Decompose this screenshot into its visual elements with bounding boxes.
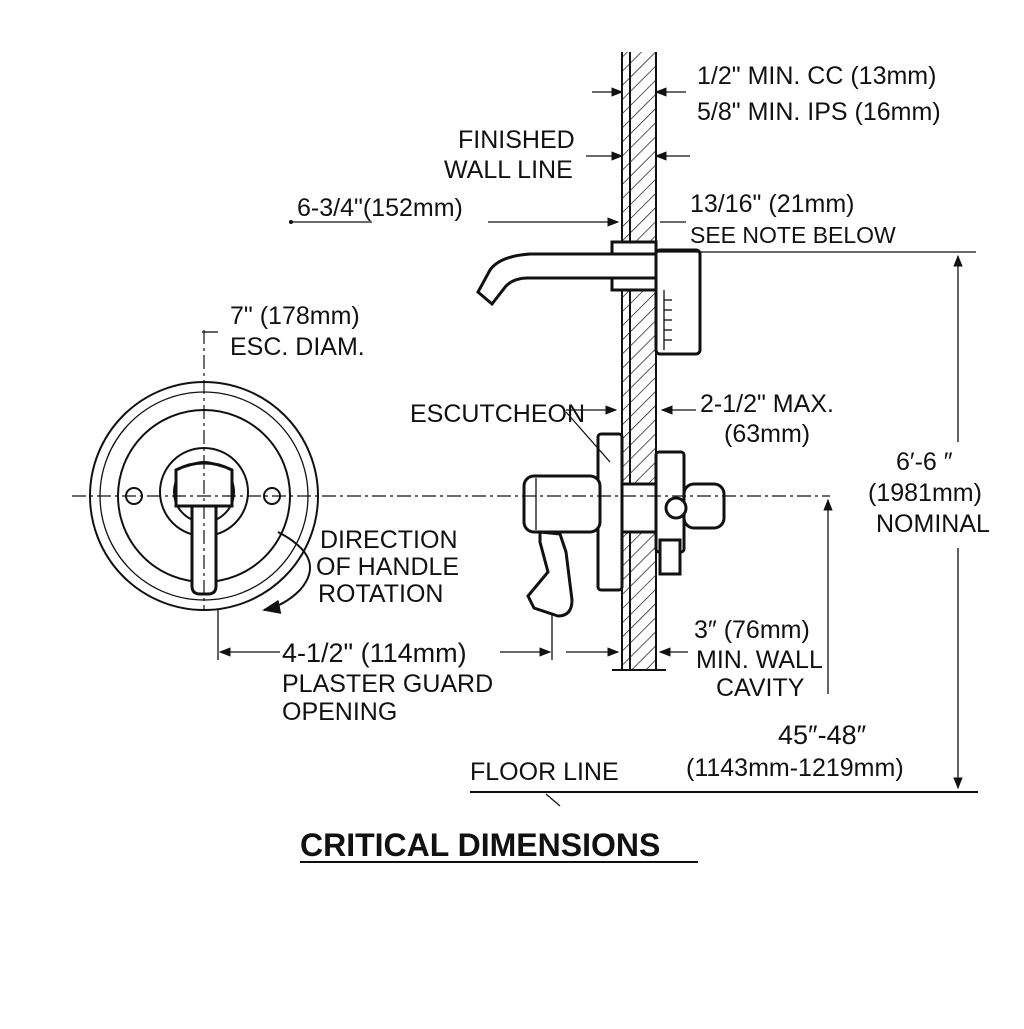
dimension-lines	[202, 87, 978, 807]
label-valve-height: 45″-48″	[778, 720, 867, 750]
label-cavity: CAVITY	[716, 674, 805, 702]
label-esc-diam: ESC. DIAM.	[230, 333, 365, 361]
label-wall-line: WALL LINE	[444, 156, 573, 184]
label-dim-6-3-4: 6-3/4"(152mm)	[297, 194, 463, 222]
label-esc-diameter: 7" (178mm)	[230, 302, 360, 330]
label-of-handle: OF HANDLE	[316, 553, 459, 581]
label-plaster-guard: PLASTER GUARD	[282, 670, 493, 698]
label-escutcheon: ESCUTCHEON	[410, 400, 585, 428]
label-floor-line: FLOOR LINE	[470, 758, 619, 786]
escutcheon-front-view	[72, 330, 830, 611]
label-ips-min: 5/8" MIN. IPS (16mm)	[697, 98, 941, 126]
label-see-note: SEE NOTE BELOW	[690, 222, 896, 248]
label-rotation: ROTATION	[318, 580, 443, 608]
wall-section	[612, 52, 666, 671]
label-cc-min: 1/2" MIN. CC (13mm)	[697, 62, 936, 90]
label-dim-13-16: 13/16" (21mm)	[690, 190, 855, 218]
spout-assembly	[476, 240, 702, 356]
label-opening: OPENING	[282, 698, 397, 726]
label-plaster-guard-dim: 4-1/2" (114mm)	[282, 638, 467, 668]
label-cavity-dim: 3″ (76mm)	[694, 616, 810, 644]
labels: 1/2" MIN. CC (13mm) 5/8" MIN. IPS (16mm)…	[230, 62, 990, 786]
label-direction: DIRECTION	[320, 526, 458, 554]
label-max-depth: 2-1/2" MAX.	[700, 390, 834, 418]
label-max-depth-mm: (63mm)	[724, 420, 810, 448]
label-finished: FINISHED	[458, 126, 575, 154]
rotation-arrow	[262, 531, 311, 614]
label-nominal-mm: (1981mm)	[868, 479, 982, 507]
label-nominal-height: 6′-6 ″	[896, 448, 953, 476]
valve-side-view	[522, 432, 726, 618]
label-valve-height-mm: (1143mm-1219mm)	[686, 754, 904, 782]
label-min-wall: MIN. WALL	[696, 646, 823, 674]
diagram-title: CRITICAL DIMENSIONS	[300, 827, 660, 863]
label-nominal: NOMINAL	[876, 510, 990, 538]
